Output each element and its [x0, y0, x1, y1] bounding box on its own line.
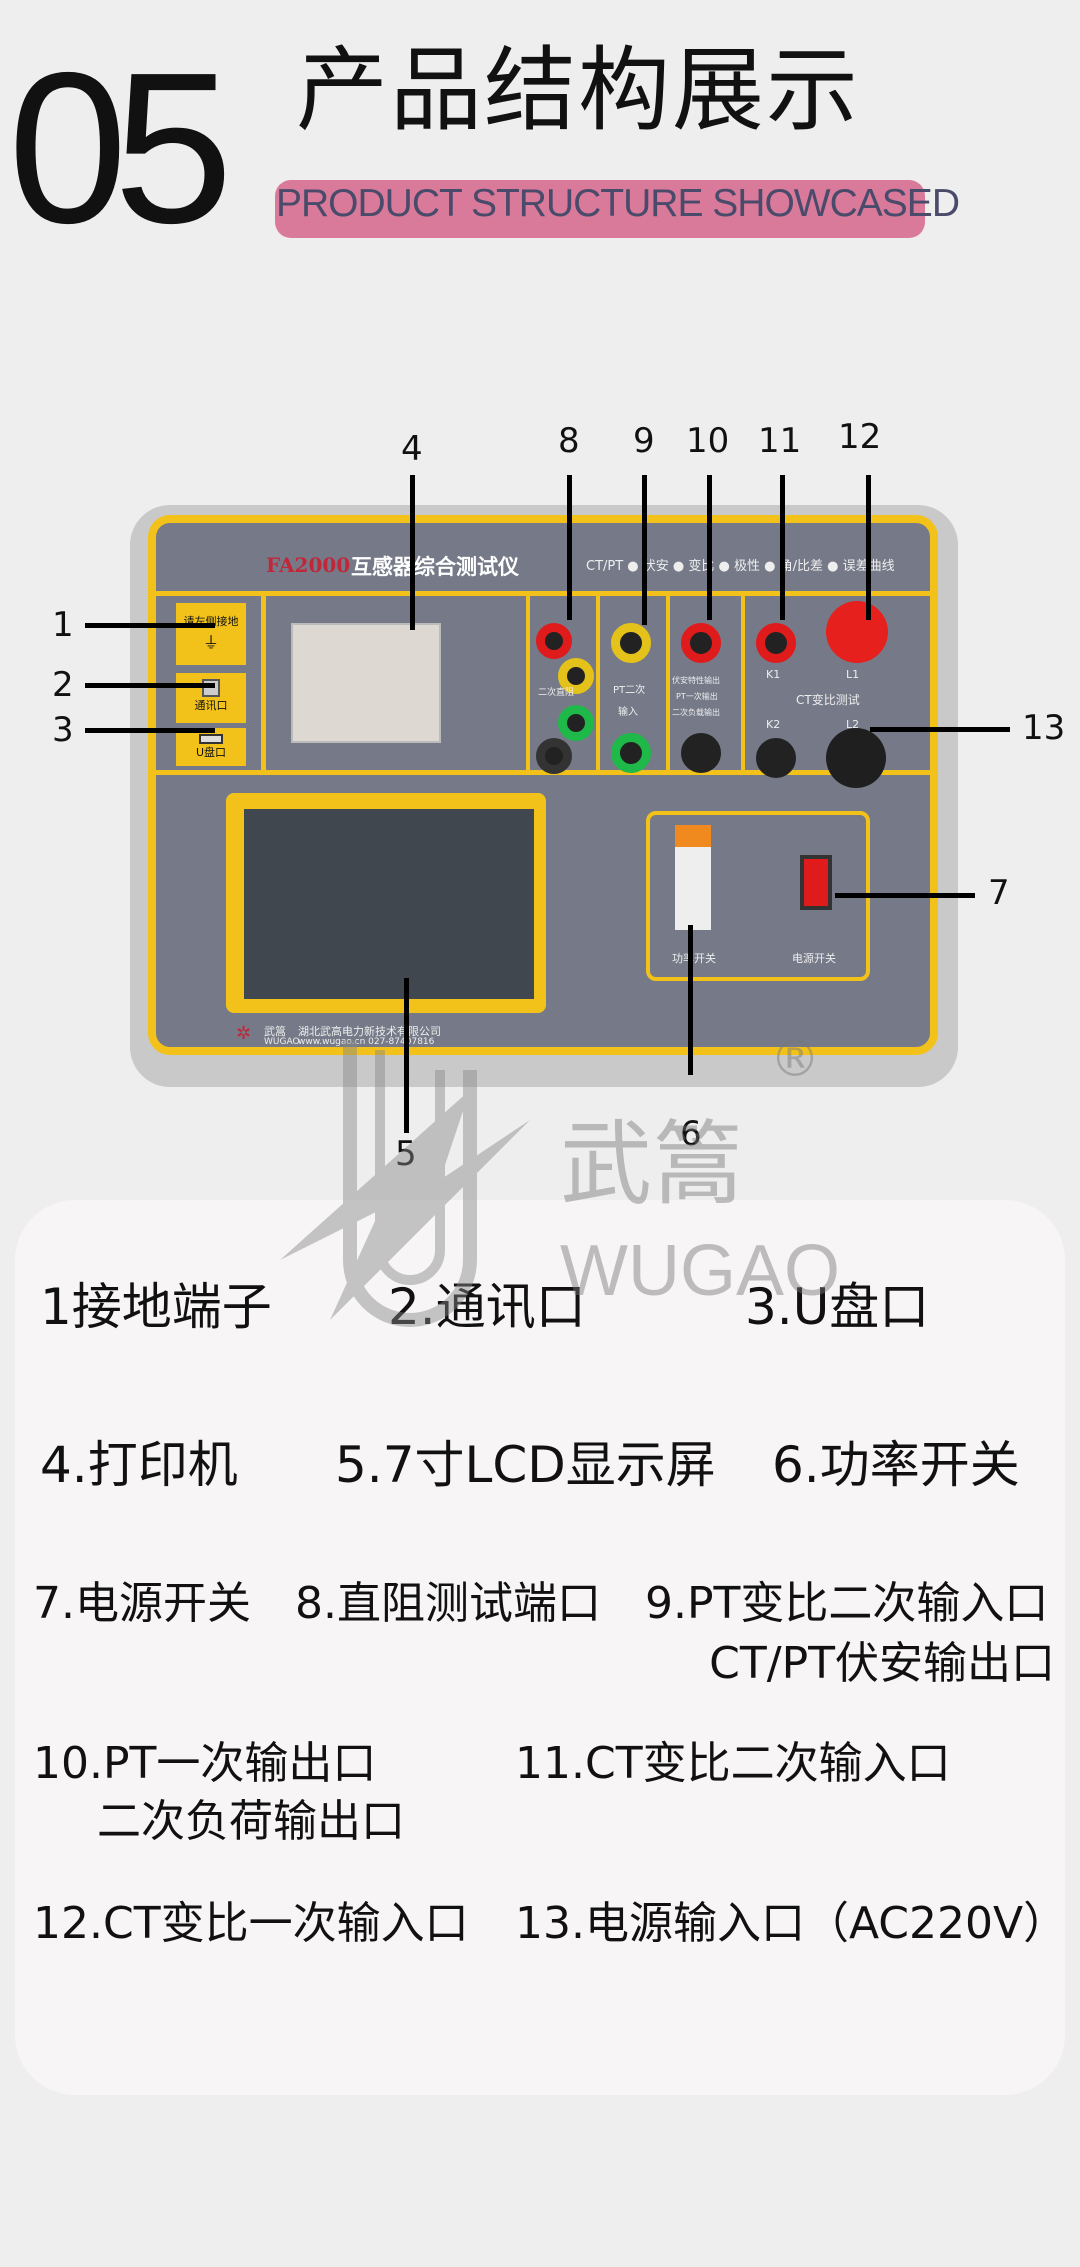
callout-9: 9 [633, 421, 655, 461]
usb-b-comm-port[interactable]: 通讯口 [176, 673, 246, 723]
power-input-socket[interactable] [826, 728, 886, 788]
legend-item: 1接地端子 [40, 1278, 272, 1336]
panel-face: FA2000 互感器综合测试仪 CT/PT ● 伏安 ● 变比 ● 极性 ● 角… [148, 515, 938, 1055]
ground-icon: ⏚ [202, 633, 219, 652]
page-title: 产品结构展示 [296, 37, 861, 144]
comm-label: 通讯口 [194, 699, 228, 712]
dc-resistance-jack-green[interactable] [558, 705, 594, 741]
legend-item: 8.直阻测试端口 [295, 1578, 601, 1629]
thermal-printer[interactable] [291, 623, 441, 743]
brand-en-label: WUGAO [264, 1037, 300, 1047]
ground-terminal[interactable]: 请左侧接地 ⏚ [176, 603, 246, 665]
callout-4: 4 [401, 429, 423, 469]
subtitle-highlight [275, 180, 925, 238]
out-label-1: 伏安特性输出 [672, 676, 720, 685]
pt-label-2: 输入 [618, 707, 638, 718]
usb-b-icon [202, 679, 220, 697]
brand-label: 武篙 [264, 1025, 286, 1038]
legend-item-line2: 二次负荷输出口 [97, 1796, 405, 1847]
legend-item: 7.电源开关 [33, 1578, 251, 1629]
power-rocker-switch[interactable] [800, 855, 832, 910]
lcd-bezel [226, 793, 546, 1013]
function-list: CT/PT ● 伏安 ● 变比 ● 极性 ● 角/比差 ● 误差曲线 [586, 559, 895, 574]
usb-a-port[interactable]: U盘口 [176, 728, 246, 766]
dc-resistance-jack-black[interactable] [536, 738, 572, 774]
legend-item: 4.打印机 [40, 1436, 238, 1494]
pt-secondary-jack-green[interactable] [611, 733, 651, 773]
page-subtitle: PRODUCT STRUCTURE SHOWCASED [276, 182, 960, 225]
callout-6: 6 [680, 1114, 702, 1154]
callout-8: 8 [558, 421, 580, 461]
legend-item: 6.功率开关 [772, 1436, 1020, 1494]
l1-label: L1 [846, 668, 860, 681]
pt-label-1: PT二次 [613, 685, 646, 696]
k1-label: K1 [766, 668, 781, 681]
callout-2: 2 [52, 665, 74, 705]
callout-12: 12 [838, 417, 882, 457]
pt-primary-out-jack-black[interactable] [681, 733, 721, 773]
ct-k1-jack[interactable] [756, 623, 796, 663]
legend-item: 10.PT一次输出口 [33, 1738, 377, 1789]
callout-5: 5 [395, 1134, 417, 1174]
device-name: 互感器综合测试仪 [351, 555, 519, 579]
contact-label: www.wugao.cn 027-87407816 [298, 1037, 435, 1047]
power-breaker[interactable] [675, 825, 711, 930]
dc-resistance-jack-yellow[interactable] [558, 658, 594, 694]
callout-10: 10 [686, 421, 730, 461]
callout-1: 1 [52, 605, 74, 645]
usb-a-icon [199, 734, 223, 744]
lcd-screen [244, 809, 534, 999]
dc-resistance-jack-red[interactable] [536, 623, 572, 659]
l2-label: L2 [846, 718, 860, 731]
device-front-panel: FA2000 互感器综合测试仪 CT/PT ● 伏安 ● 变比 ● 极性 ● 角… [130, 505, 958, 1087]
out-label-3: 二次负载输出 [672, 708, 720, 717]
callout-7: 7 [988, 873, 1010, 913]
model-label: FA2000 [266, 553, 351, 577]
k2-label: K2 [766, 718, 781, 731]
legend-item: 11.CT变比二次输入口 [515, 1738, 951, 1789]
power-label: 电源开关 [792, 952, 836, 965]
dc-label: 二次直阻 [538, 688, 575, 698]
legend-item: 13.电源输入口（AC220V） [515, 1898, 1068, 1949]
usb-label: U盘口 [195, 746, 227, 759]
pt-secondary-jack-yellow[interactable] [611, 623, 651, 663]
legend-item: 9.PT变比二次输入口 [645, 1578, 1049, 1629]
breaker-label: 功率开关 [672, 952, 716, 965]
section-number: 05 [8, 27, 233, 268]
legend-card [15, 1200, 1065, 2095]
ct-label: CT变比测试 [796, 693, 860, 707]
ct-k2-jack[interactable] [756, 738, 796, 778]
callout-13: 13 [1022, 708, 1066, 748]
ct-l1-terminal[interactable] [826, 601, 888, 663]
legend-item: 5.7寸LCD显示屏 [335, 1436, 716, 1494]
legend-item: 3.U盘口 [745, 1278, 930, 1336]
out-label-2: PT一次输出 [676, 692, 718, 701]
brand-logo-icon: ✲ [236, 1023, 252, 1044]
legend-item: 2.通讯口 [388, 1278, 586, 1336]
callout-11: 11 [758, 421, 802, 461]
callout-3: 3 [52, 710, 74, 750]
legend-item: 12.CT变比一次输入口 [33, 1898, 469, 1949]
legend-item-line2: CT/PT伏安输出口 [709, 1638, 1055, 1689]
pt-primary-out-jack-red[interactable] [681, 623, 721, 663]
